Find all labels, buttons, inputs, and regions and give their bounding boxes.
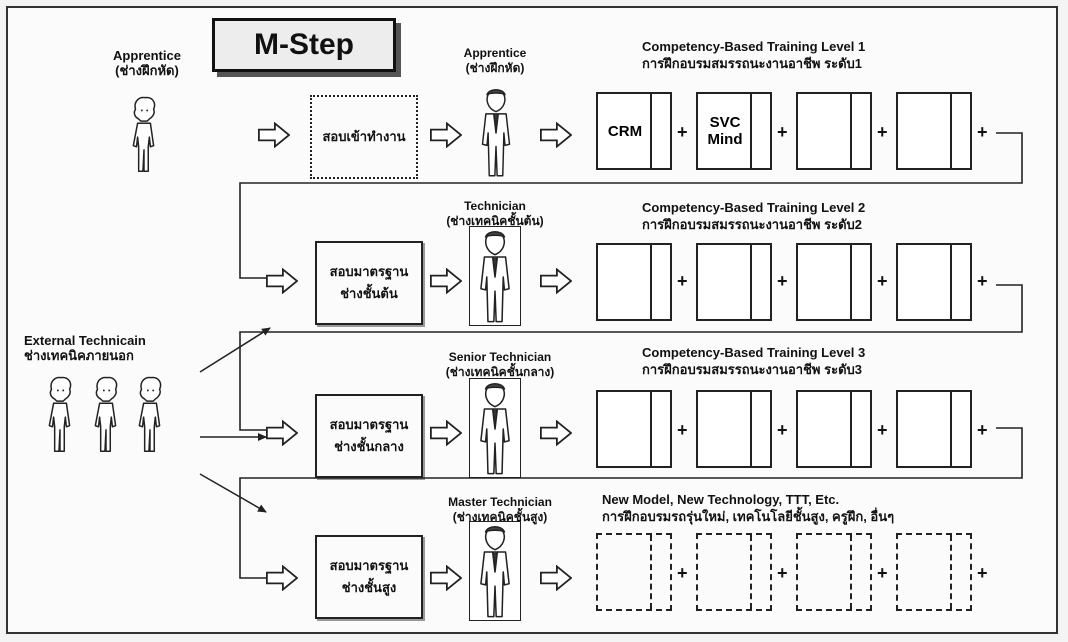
stage-connectors [240, 133, 1022, 578]
external-technician-figure-icon [49, 378, 70, 452]
stage4-flow-arrows [267, 566, 571, 589]
external-technician-figure-icon [95, 378, 116, 452]
stage4-technician-figure-icon [481, 527, 509, 617]
external-technician-figure-icon [139, 378, 160, 452]
stage3-flow-arrows [267, 421, 571, 444]
apprentice-figure-icon [133, 98, 154, 172]
stage3-technician-figure-icon [481, 384, 509, 474]
stage2-flow-arrows [267, 269, 571, 292]
stage1-technician-figure-icon [483, 90, 510, 176]
stage2-technician-figure-icon [481, 232, 509, 322]
stage1-flow-arrows [259, 123, 571, 146]
external-entry-arrows [200, 328, 270, 512]
